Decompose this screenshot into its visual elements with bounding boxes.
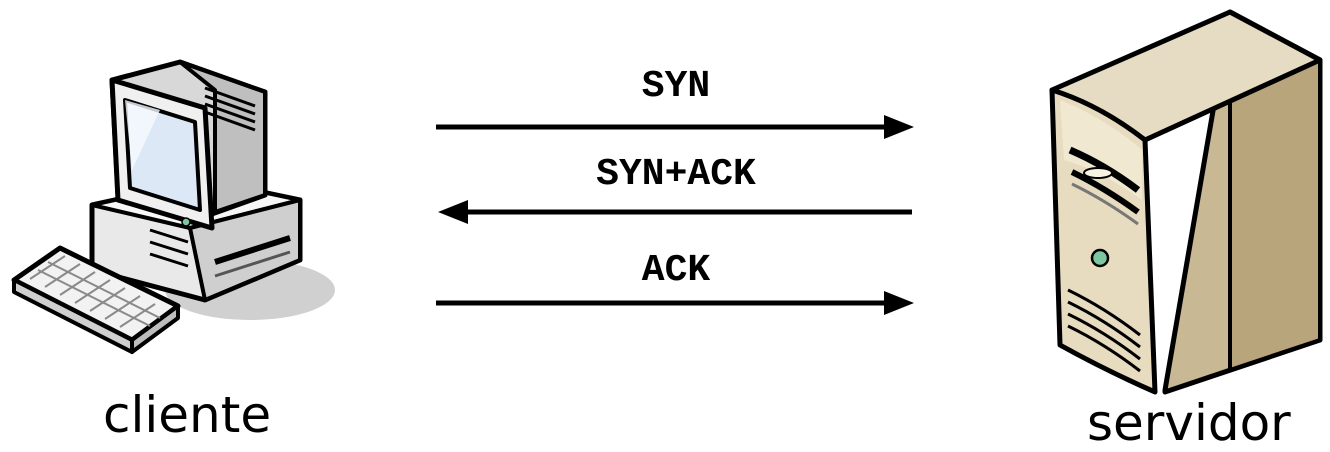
desktop-computer-icon xyxy=(11,59,335,354)
ack-arrow xyxy=(436,291,914,315)
client-label: cliente xyxy=(103,386,272,444)
client-node: cliente xyxy=(0,0,360,447)
server-label: servidor xyxy=(1087,394,1291,452)
message-syn-ack-label: SYN+ACK xyxy=(596,153,756,196)
tower-server-icon xyxy=(1049,9,1323,395)
syn-ack-arrow xyxy=(438,200,912,224)
syn-arrow xyxy=(436,115,914,139)
message-ack-label: ACK xyxy=(641,249,711,292)
server-node: servidor xyxy=(1030,0,1330,452)
message-syn-label: SYN xyxy=(641,65,711,108)
